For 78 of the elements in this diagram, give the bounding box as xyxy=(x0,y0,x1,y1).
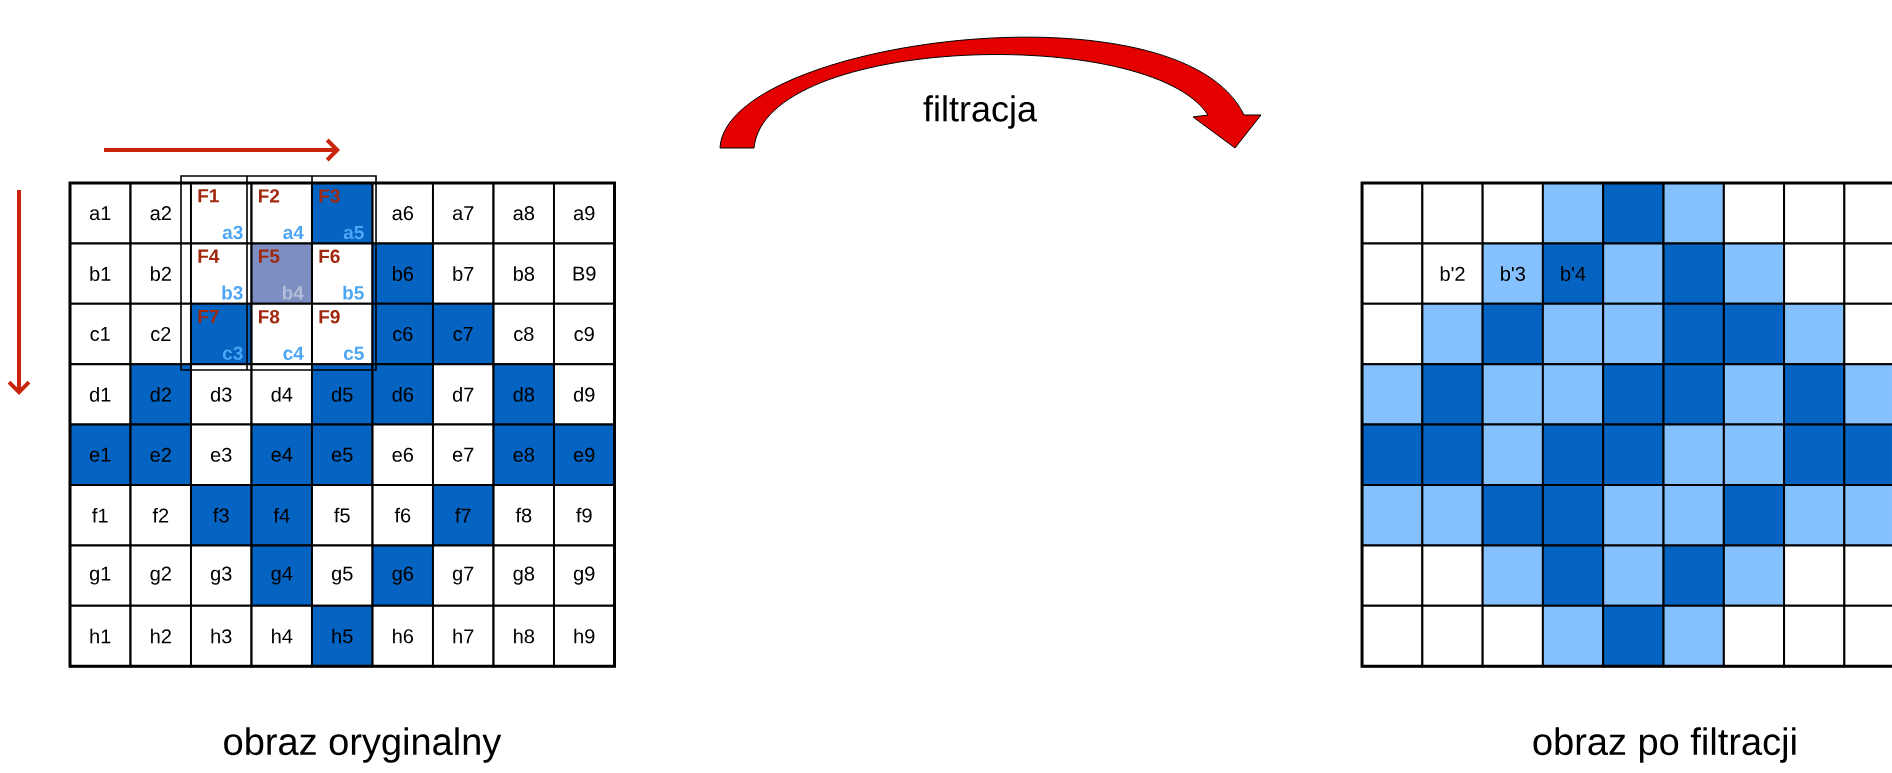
grid-cell: d1 xyxy=(68,363,132,426)
grid-cell: e1 xyxy=(68,423,132,486)
grid-cell: f9 xyxy=(552,484,616,547)
grid-cell: h1 xyxy=(68,604,132,668)
grid-cell: d2 xyxy=(129,363,193,426)
grid-cell: F7 c3 xyxy=(189,302,253,366)
grid-cell: f3 xyxy=(189,484,253,547)
grid-cell: e7 xyxy=(431,423,495,486)
grid-cell: a2 xyxy=(129,182,193,245)
grid-cell: c6 xyxy=(371,302,435,366)
grid-cell: e2 xyxy=(129,423,193,486)
grid-cell: b1 xyxy=(68,242,132,305)
grid-cell: a1 xyxy=(68,182,132,245)
grid-cell: e9 xyxy=(552,423,616,486)
grid-cell: a9 xyxy=(552,182,616,245)
grid-cell: f7 xyxy=(431,484,495,547)
grid-cell: a6 xyxy=(371,182,435,245)
grid-cell: g5 xyxy=(310,544,374,607)
grid-cell: F2 a4 xyxy=(250,182,314,245)
grid-cell: g1 xyxy=(68,544,132,607)
grid-cell: F1 a3 xyxy=(189,182,253,245)
grid-cell: h8 xyxy=(492,604,556,668)
grid-cell: e5 xyxy=(310,423,374,486)
grid-cell: g6 xyxy=(371,544,435,607)
grid-cell: b'3 xyxy=(1481,242,1544,305)
grid-cell: h2 xyxy=(129,604,193,668)
grid-cell: c8 xyxy=(492,302,556,366)
grid-cell: d7 xyxy=(431,363,495,426)
grid-cell: F6 b5 xyxy=(310,242,374,305)
grid-cell: F8 c4 xyxy=(250,302,314,366)
grid-cell: f5 xyxy=(310,484,374,547)
grid-cell: d4 xyxy=(250,363,314,426)
grid-cell: c2 xyxy=(129,302,193,366)
grid-cell: g9 xyxy=(552,544,616,607)
grid-cell: a7 xyxy=(431,182,495,245)
grid-cell: c1 xyxy=(68,302,132,366)
grid-cell: b'4 xyxy=(1541,242,1605,305)
grid-cell: f2 xyxy=(129,484,193,547)
grid-cell: h5 xyxy=(310,604,374,668)
grid-cell: b'2 xyxy=(1421,242,1484,305)
grid-cell: e4 xyxy=(250,423,314,486)
grid-cell: d9 xyxy=(552,363,616,426)
grid-cell: h3 xyxy=(189,604,253,668)
grid-cell: g7 xyxy=(431,544,495,607)
image-caption: obraz po filtracji xyxy=(1533,727,1796,763)
grid-cell: f1 xyxy=(68,484,132,547)
grid-cell: b8 xyxy=(492,242,556,305)
grid-cell: h4 xyxy=(250,604,314,668)
grid-cell: d6 xyxy=(371,363,435,426)
grid-cell: B9 xyxy=(552,242,616,305)
grid-cell: F9 c5 xyxy=(310,302,374,366)
grid-cell: f8 xyxy=(492,484,556,547)
image-caption: obraz oryginalny xyxy=(224,727,502,763)
grid-cell: d8 xyxy=(492,363,556,426)
grid-cell: F5 b4 xyxy=(250,242,314,305)
grid-cell: h9 xyxy=(552,604,616,668)
grid-cell: d5 xyxy=(310,363,374,426)
grid-cell: g2 xyxy=(129,544,193,607)
grid-cell: h6 xyxy=(371,604,435,668)
grid-cell: e3 xyxy=(189,423,253,486)
grid-cell: F3 a5 xyxy=(310,182,374,245)
grid-cell: b7 xyxy=(431,242,495,305)
grid-cell: c7 xyxy=(431,302,495,366)
grid-cell: e6 xyxy=(371,423,435,486)
grid-cell: F4 b3 xyxy=(189,242,253,305)
grid-cell: h7 xyxy=(431,604,495,668)
grid-cell: b6 xyxy=(371,242,435,305)
grid-cell: c9 xyxy=(552,302,616,366)
grid-cell: f6 xyxy=(371,484,435,547)
grid-cell: g4 xyxy=(250,544,314,607)
grid-cell: f4 xyxy=(250,484,314,547)
grid-cell: d3 xyxy=(189,363,253,426)
grid-cell: b2 xyxy=(129,242,193,305)
grid-cell: a8 xyxy=(492,182,556,245)
arrow-label: filtracja xyxy=(923,95,1037,129)
grid-cell: e8 xyxy=(492,423,556,486)
grid-cell: g8 xyxy=(492,544,556,607)
grid-cell: g3 xyxy=(189,544,253,607)
